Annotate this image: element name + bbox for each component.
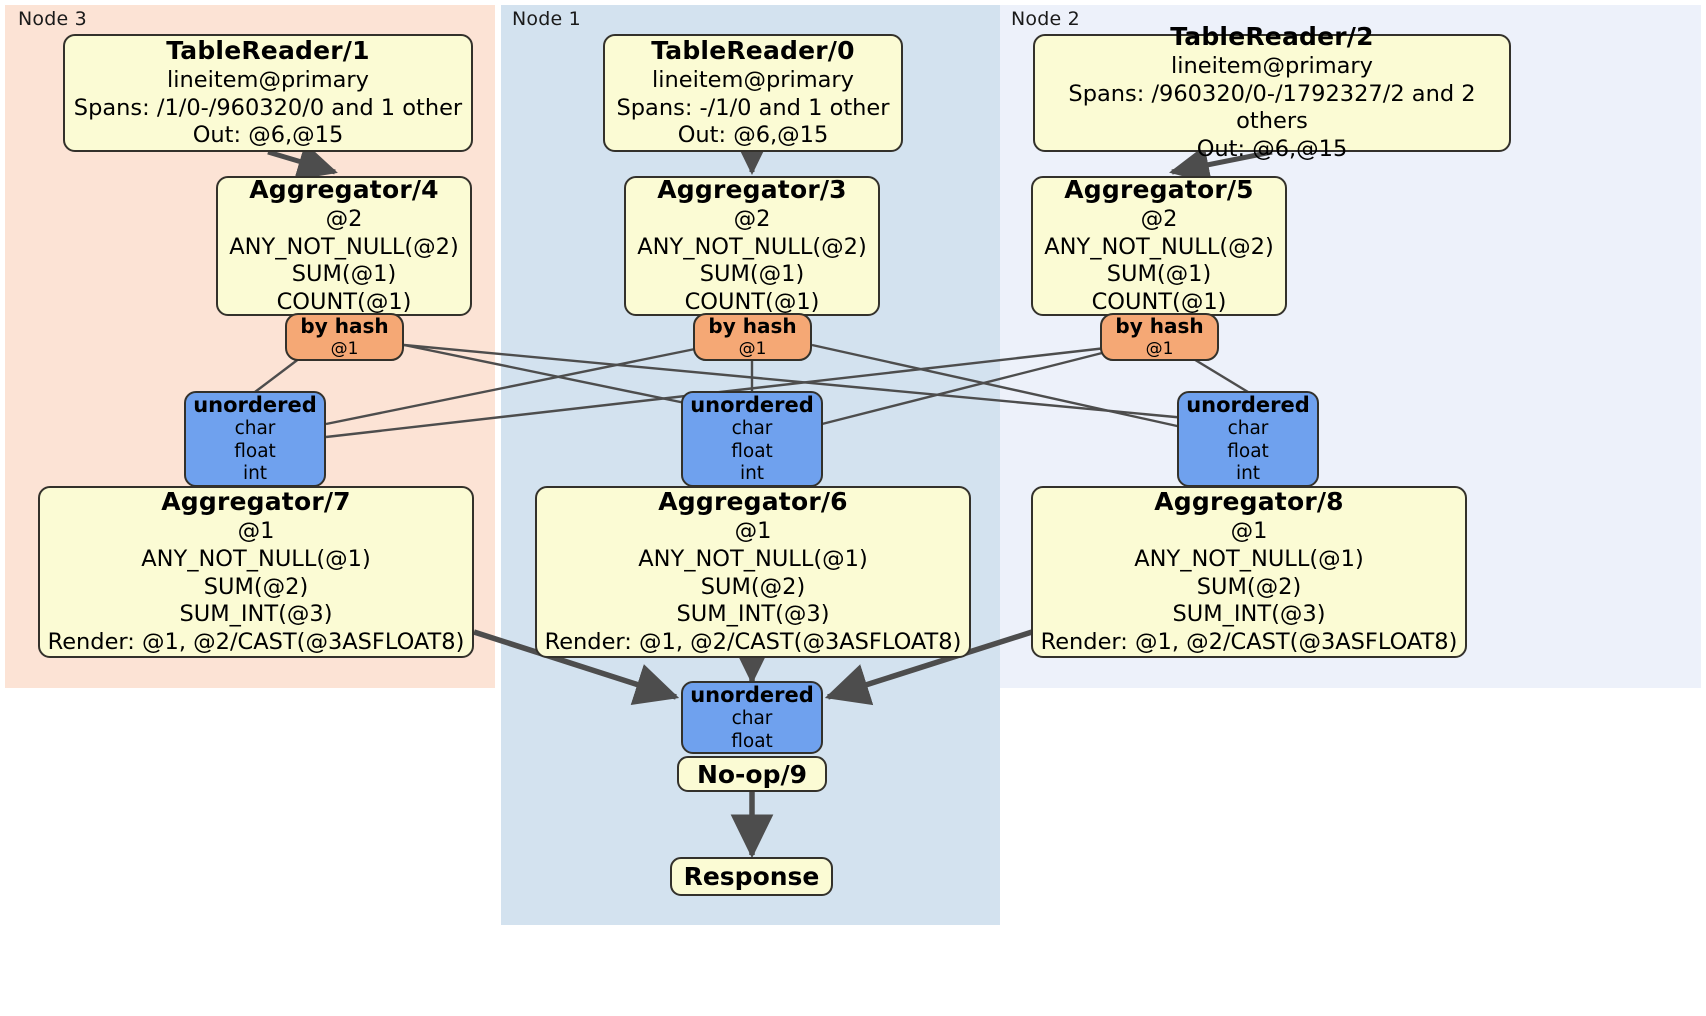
node-table: lineitem@primary <box>652 66 854 93</box>
node-title: Aggregator/8 <box>1154 487 1344 517</box>
node-agg: ANY_NOT_NULL(@1) <box>1134 545 1364 572</box>
response-node[interactable]: Response <box>670 857 833 896</box>
sync-type: float <box>1227 440 1269 462</box>
sync-title: unordered <box>1186 392 1310 417</box>
node-title: Aggregator/3 <box>657 175 847 205</box>
table-reader-2[interactable]: TableReader/2 lineitem@primary Spans: /9… <box>1033 22 1511 162</box>
node-title: Aggregator/4 <box>249 175 439 205</box>
router-column: @1 <box>1145 338 1174 359</box>
node-agg: SUM(@2) <box>203 573 309 600</box>
node-spans: Spans: /1/0-/960320/0 and 1 other <box>73 94 463 121</box>
node-agg: COUNT(@1) <box>1091 289 1227 316</box>
panel-node-1-label: Node 1 <box>512 8 581 30</box>
sync-type: float <box>731 440 773 462</box>
aggregator-3[interactable]: Aggregator/3 @2 ANY_NOT_NULL(@2) SUM(@1)… <box>624 175 880 316</box>
aggregator-5[interactable]: Aggregator/5 @2 ANY_NOT_NULL(@2) SUM(@1)… <box>1031 175 1287 316</box>
node-group: @1 <box>1230 518 1268 545</box>
node-agg: SUM(@1) <box>1106 261 1212 288</box>
sync-type: char <box>234 417 276 439</box>
node-agg: SUM(@1) <box>291 261 397 288</box>
router-by-hash-node-1[interactable]: by hash @1 <box>693 313 812 361</box>
node-agg: COUNT(@1) <box>684 289 820 316</box>
router-column: @1 <box>330 338 359 359</box>
sync-type: float <box>234 440 276 462</box>
node-title: No-op/9 <box>696 759 808 789</box>
node-out: Out: @6,@15 <box>677 122 829 149</box>
node-group: @1 <box>734 518 772 545</box>
table-reader-0[interactable]: TableReader/0 lineitem@primary Spans: -/… <box>603 34 903 152</box>
sync-title: unordered <box>690 392 814 417</box>
table-reader-1[interactable]: TableReader/1 lineitem@primary Spans: /1… <box>63 34 473 152</box>
node-table: lineitem@primary <box>167 66 369 93</box>
node-agg: SUM(@1) <box>699 261 805 288</box>
node-render: Render: @1, @2/CAST(@3ASFLOAT8) <box>47 628 465 655</box>
node-table: lineitem@primary <box>1171 53 1373 80</box>
node-group: @2 <box>325 206 363 233</box>
node-title: Aggregator/6 <box>658 487 848 517</box>
panel-node-3-label: Node 3 <box>18 8 87 30</box>
node-agg: SUM_INT(@3) <box>179 601 333 628</box>
sync-title: unordered <box>690 682 814 707</box>
node-agg: ANY_NOT_NULL(@1) <box>638 545 868 572</box>
panel-node-2-label: Node 2 <box>1011 8 1080 30</box>
node-agg: ANY_NOT_NULL(@1) <box>141 545 371 572</box>
synchronizer-unordered-node-1[interactable]: unordered char float int <box>681 391 823 487</box>
sync-type: float <box>731 730 773 752</box>
router-title: by hash <box>1115 314 1204 339</box>
router-title: by hash <box>708 314 797 339</box>
node-agg: COUNT(@1) <box>276 289 412 316</box>
sync-title: unordered <box>193 392 317 417</box>
node-spans: Spans: -/1/0 and 1 other <box>616 94 890 121</box>
sync-type: char <box>1227 417 1269 439</box>
sync-type: char <box>731 707 773 729</box>
node-agg: SUM(@2) <box>1196 573 1302 600</box>
node-agg: SUM_INT(@3) <box>1172 601 1326 628</box>
router-column: @1 <box>738 338 767 359</box>
node-spans: Spans: /960320/0-/1792327/2 and 2 others <box>1068 80 1476 135</box>
final-synchronizer-unordered[interactable]: unordered char float <box>681 681 823 754</box>
node-title: Aggregator/7 <box>161 487 351 517</box>
node-agg: ANY_NOT_NULL(@2) <box>1044 233 1274 260</box>
node-title: TableReader/1 <box>166 36 370 66</box>
node-agg: ANY_NOT_NULL(@2) <box>637 233 867 260</box>
node-group: @2 <box>1140 206 1178 233</box>
node-title: Response <box>683 862 820 891</box>
node-agg: SUM(@2) <box>700 573 806 600</box>
sync-type: int <box>739 463 765 485</box>
aggregator-8[interactable]: Aggregator/8 @1 ANY_NOT_NULL(@1) SUM(@2)… <box>1031 486 1467 658</box>
node-title: TableReader/0 <box>651 36 855 66</box>
node-agg: SUM_INT(@3) <box>676 601 830 628</box>
synchronizer-unordered-node-3[interactable]: unordered char float int <box>184 391 326 487</box>
synchronizer-unordered-node-2[interactable]: unordered char float int <box>1177 391 1319 487</box>
node-title: TableReader/2 <box>1170 22 1374 52</box>
router-by-hash-node-3[interactable]: by hash @1 <box>285 313 404 361</box>
aggregator-6[interactable]: Aggregator/6 @1 ANY_NOT_NULL(@1) SUM(@2)… <box>535 486 971 658</box>
node-out: Out: @6,@15 <box>192 122 344 149</box>
node-render: Render: @1, @2/CAST(@3ASFLOAT8) <box>1040 628 1458 655</box>
router-by-hash-node-2[interactable]: by hash @1 <box>1100 313 1219 361</box>
no-op-9[interactable]: No-op/9 <box>677 756 827 792</box>
node-out: Out: @6,@15 <box>1196 136 1348 163</box>
sync-type: int <box>1235 463 1261 485</box>
sync-type: int <box>242 463 268 485</box>
aggregator-7[interactable]: Aggregator/7 @1 ANY_NOT_NULL(@1) SUM(@2)… <box>38 486 474 658</box>
node-group: @2 <box>733 206 771 233</box>
aggregator-4[interactable]: Aggregator/4 @2 ANY_NOT_NULL(@2) SUM(@1)… <box>216 175 472 316</box>
router-title: by hash <box>300 314 389 339</box>
node-group: @1 <box>237 518 275 545</box>
sync-type: char <box>731 417 773 439</box>
node-render: Render: @1, @2/CAST(@3ASFLOAT8) <box>544 628 962 655</box>
node-title: Aggregator/5 <box>1064 175 1254 205</box>
node-agg: ANY_NOT_NULL(@2) <box>229 233 459 260</box>
